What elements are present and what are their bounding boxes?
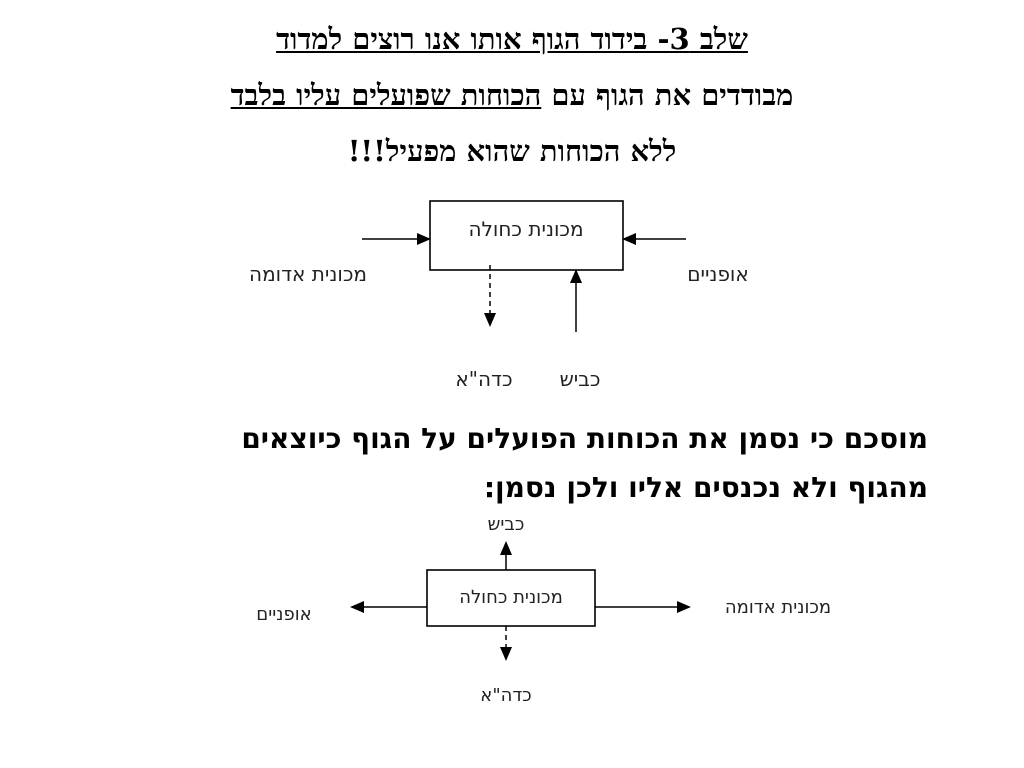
title-line-2-underlined: הכוחות שפועלים עליו בלבד <box>230 78 542 112</box>
diagram-forces-leaving: כביש מכונית כחולה אופניים מכונית אדומה כ… <box>256 514 831 706</box>
label-road: כביש <box>560 367 601 391</box>
label-red-car-2: מכונית אדומה <box>725 597 831 618</box>
title-line-1: שלב 3- בידוד הגוף אותו אנו רוצים למדוד <box>0 22 1024 57</box>
arrow-road-head <box>570 269 582 283</box>
body-label: מכונית כחולה <box>468 217 583 241</box>
arrow-left-head <box>350 601 364 613</box>
title-line-3-text: ללא הכוחות שהוא מפעיל!!! <box>347 134 677 168</box>
label-bicycle-2: אופניים <box>256 604 311 625</box>
arrow-right-head <box>677 601 691 613</box>
arrow-down-head <box>500 647 512 661</box>
summary-line-1-text: מוסכם כי נסמן את הכוחות הפועלים על הגוף … <box>241 422 928 455</box>
label-earth: כדה"א <box>455 367 512 391</box>
title-line-2-plain: מבודדים את הגוף עם <box>541 78 794 112</box>
body-label-2: מכונית כחולה <box>459 587 563 608</box>
label-earth-2: כדה"א <box>480 685 531 706</box>
diagram-forces-entering: מכונית כחולה מכונית אדומה אופניים כדה"א … <box>249 200 749 391</box>
arrow-red-car-head <box>417 233 431 245</box>
summary-line-2-text: מהגוף ולא נכנסים אליו ולכן נסמן: <box>483 471 928 504</box>
label-red-car: מכונית אדומה <box>249 262 367 286</box>
label-road-top: כביש <box>488 514 525 535</box>
label-bicycle: אופניים <box>687 262 749 286</box>
title-line-1-text: שלב 3- בידוד הגוף אותו אנו רוצים למדוד <box>276 22 748 56</box>
body-box <box>429 200 624 271</box>
title-line-3: ללא הכוחות שהוא מפעיל!!! <box>0 134 1024 169</box>
summary-line-2: מהגוף ולא נכנסים אליו ולכן נסמן: <box>484 471 928 504</box>
arrow-bicycle-head <box>622 233 636 245</box>
summary-line-1: מוסכם כי נסמן את הכוחות הפועלים על הגוף … <box>241 422 928 455</box>
body-box-2 <box>426 569 596 627</box>
arrow-up-head <box>500 541 512 555</box>
title-line-2: מבודדים את הגוף עם הכוחות שפועלים עליו ב… <box>0 78 1024 113</box>
arrow-earth-head <box>484 313 496 327</box>
